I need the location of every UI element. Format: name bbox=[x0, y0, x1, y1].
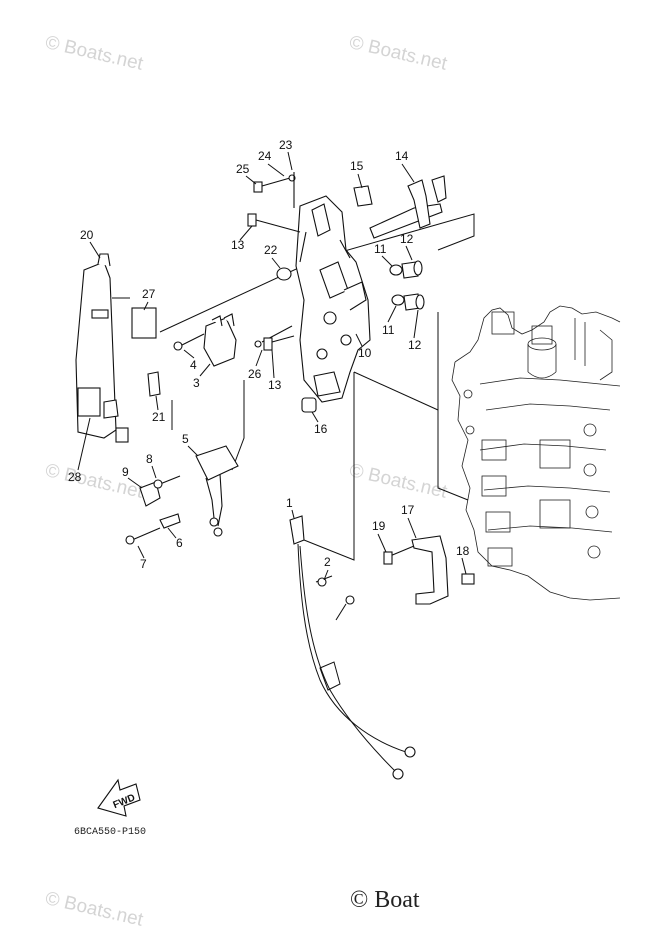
callout-17: 17 bbox=[401, 503, 415, 517]
callout-11-a: 11 bbox=[374, 242, 387, 256]
callout-23: 23 bbox=[279, 138, 293, 152]
callout-12-a: 12 bbox=[400, 232, 414, 246]
callout-26: 26 bbox=[248, 367, 262, 381]
callout-12-b: 12 bbox=[408, 338, 422, 352]
callout-8: 8 bbox=[146, 452, 153, 466]
callout-labels: 1 2 3 4 5 6 7 8 9 10 11 11 12 12 13 13 1… bbox=[68, 138, 470, 571]
callout-9: 9 bbox=[122, 465, 129, 479]
callout-3: 3 bbox=[193, 376, 200, 390]
part-5-harness bbox=[195, 445, 239, 537]
part-15-holder bbox=[353, 185, 373, 207]
assembly-leader-lines bbox=[112, 203, 475, 561]
part-27-label bbox=[131, 307, 157, 339]
figure-code: 6BCA550-P150 bbox=[74, 827, 146, 838]
parts-diagram: 1 2 3 4 5 6 7 8 9 10 11 11 12 12 13 13 1… bbox=[68, 138, 621, 838]
callout-1: 1 bbox=[286, 496, 293, 510]
part-16-grommet bbox=[301, 397, 317, 413]
part-21-clip bbox=[147, 371, 161, 397]
callout-leaders bbox=[77, 151, 467, 581]
callout-7: 7 bbox=[140, 557, 147, 571]
callout-22: 22 bbox=[264, 243, 278, 257]
callout-16: 16 bbox=[314, 422, 328, 436]
callout-20: 20 bbox=[80, 228, 94, 242]
callout-15: 15 bbox=[350, 159, 364, 173]
callout-19: 19 bbox=[372, 519, 386, 533]
part-17-bracket bbox=[383, 535, 475, 605]
callout-27: 27 bbox=[142, 287, 156, 301]
bolts-upper bbox=[173, 172, 301, 351]
part-1-cable bbox=[289, 515, 416, 780]
callout-13-b: 13 bbox=[268, 378, 282, 392]
part-14-rail bbox=[369, 175, 447, 239]
callout-10: 10 bbox=[358, 346, 372, 360]
callout-13-a: 13 bbox=[231, 238, 245, 252]
fwd-arrow-icon: FWD bbox=[97, 778, 141, 817]
parts-6-7-8-9 bbox=[125, 475, 181, 545]
part-3-coil bbox=[203, 313, 237, 367]
callout-11-b: 11 bbox=[382, 323, 395, 337]
callout-28: 28 bbox=[68, 470, 82, 484]
part-cover-20-28 bbox=[75, 253, 129, 443]
part-22-grommet bbox=[276, 267, 292, 281]
callout-25: 25 bbox=[236, 162, 250, 176]
part-10-bracket bbox=[295, 195, 371, 403]
engine-block bbox=[451, 305, 621, 601]
part-11-12-spacers bbox=[389, 260, 425, 311]
watermark-bottom-center: © Boat bbox=[350, 887, 420, 913]
callout-6: 6 bbox=[176, 536, 183, 550]
callout-14: 14 bbox=[395, 149, 409, 163]
callout-21: 21 bbox=[152, 410, 166, 424]
callout-18: 18 bbox=[456, 544, 470, 558]
callout-24: 24 bbox=[258, 149, 272, 163]
callout-2: 2 bbox=[324, 555, 331, 569]
callout-5: 5 bbox=[182, 432, 189, 446]
callout-4: 4 bbox=[190, 358, 197, 372]
